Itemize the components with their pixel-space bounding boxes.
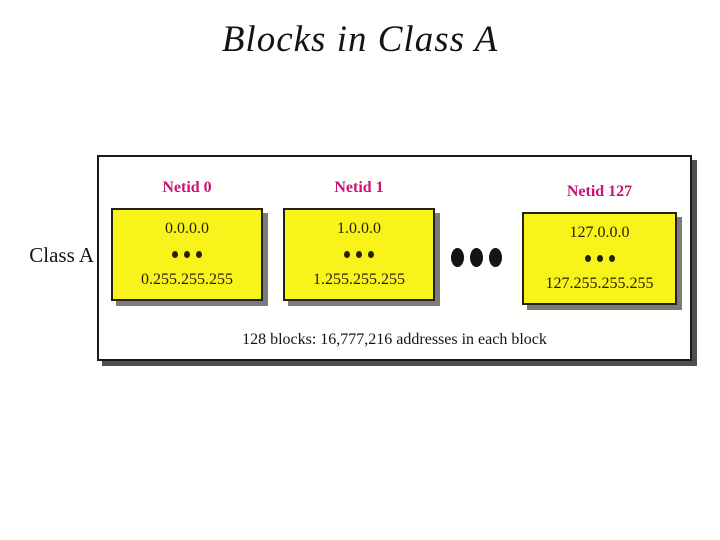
address-block-1: 1.0.0.0 1.255.255.255	[283, 208, 435, 301]
address-block-0: 0.0.0.0 0.255.255.255	[111, 208, 263, 301]
address-block-127: 127.0.0.0 127.255.255.255	[522, 212, 677, 305]
slide-title: Blocks in Class A	[221, 19, 499, 60]
diagram-frame: Netid 0 0.0.0.0 0.255.255.255 Netid 1 1.…	[97, 155, 692, 361]
netid-1-label: Netid 1	[334, 179, 384, 196]
class-a-label: Class A	[29, 243, 94, 267]
blocks-caption: 128 blocks: 16,777,216 addresses in each…	[242, 331, 547, 348]
block-netid-1: Netid 1 1.0.0.0 1.255.255.255	[283, 179, 435, 301]
blocks-ellipsis-separator-icon	[448, 248, 505, 272]
block-127-last-address: 127.255.255.255	[545, 275, 654, 292]
block-netid-0: Netid 0 0.0.0.0 0.255.255.255	[111, 179, 263, 301]
block-1-last-address: 1.255.255.255	[313, 271, 405, 288]
block-0-ellipsis-icon	[169, 251, 205, 258]
block-127-first-address: 127.0.0.0	[569, 224, 630, 241]
block-netid-127: Netid 127 127.0.0.0 127.255.255.255	[522, 183, 677, 305]
block-1-first-address: 1.0.0.0	[337, 220, 381, 237]
netid-0-label: Netid 0	[162, 179, 212, 196]
block-1-ellipsis-icon	[341, 251, 377, 258]
netid-127-label: Netid 127	[566, 183, 633, 200]
block-0-first-address: 0.0.0.0	[165, 220, 209, 237]
block-127-ellipsis-icon	[582, 255, 618, 262]
block-0-last-address: 0.255.255.255	[141, 271, 233, 288]
